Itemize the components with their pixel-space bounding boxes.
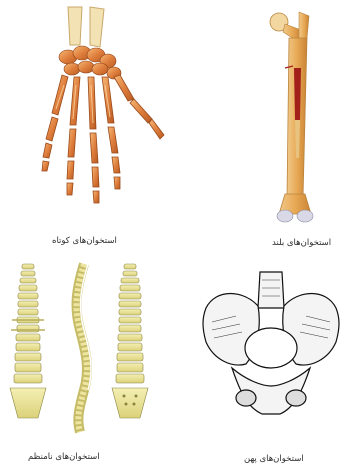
hand-skeleton-illustration <box>10 5 180 225</box>
spine-illustration <box>2 260 172 440</box>
femur-illustration <box>255 8 335 228</box>
caption-irregular-bones: استخوان‌های نامنظم <box>28 452 100 462</box>
caption-flat-bones: استخوان‌های پهن <box>244 454 304 464</box>
pelvis-illustration <box>196 268 346 438</box>
caption-long-bones: استخوان‌های بلند <box>272 238 331 248</box>
caption-short-bones: استخوان‌های کوتاه <box>52 236 117 246</box>
